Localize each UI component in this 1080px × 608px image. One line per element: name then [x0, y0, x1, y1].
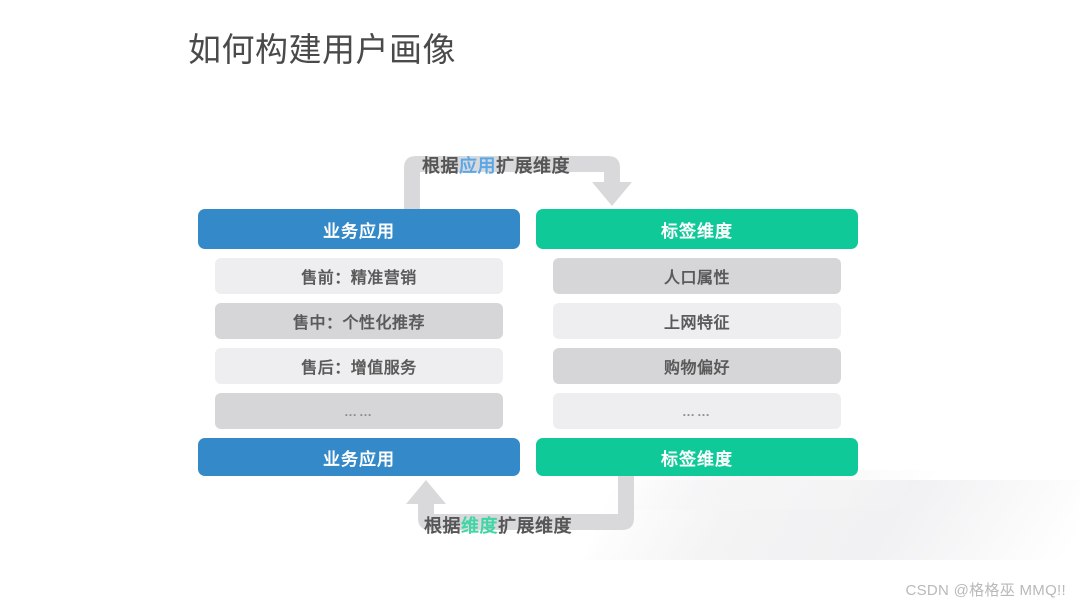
list-item-ellipsis[interactable]: ……	[215, 393, 503, 429]
background-decoration-shape-1	[583, 480, 1080, 560]
row-list-tag-dimension: 人口属性 上网特征 购物偏好 ……	[553, 249, 841, 429]
column-header-tag-dimension[interactable]: 标签维度	[536, 209, 858, 249]
arrow-top-label: 根据应用扩展维度	[422, 152, 570, 178]
arrow-bottom-label-highlight: 维度	[461, 516, 498, 536]
list-item[interactable]: 上网特征	[553, 303, 841, 339]
list-item[interactable]: 售前：精准营销	[215, 258, 503, 294]
list-item-ellipsis[interactable]: ……	[553, 393, 841, 429]
list-item[interactable]: 人口属性	[553, 258, 841, 294]
list-item[interactable]: 购物偏好	[553, 348, 841, 384]
list-item[interactable]: 售中：个性化推荐	[215, 303, 503, 339]
column-header-business-application[interactable]: 业务应用	[198, 209, 520, 249]
arrow-top-label-highlight: 应用	[459, 156, 496, 176]
arrow-top-label-suffix: 扩展维度	[496, 156, 570, 176]
column-business-application: 业务应用 售前：精准营销 售中：个性化推荐 售后：增值服务 …… 业务应用	[198, 209, 520, 476]
arrow-bottom-label-suffix: 扩展维度	[498, 516, 572, 536]
arrow-bottom-label-prefix: 根据	[424, 516, 461, 536]
arrow-top-label-prefix: 根据	[422, 156, 459, 176]
list-item[interactable]: 售后：增值服务	[215, 348, 503, 384]
row-list-business-application: 售前：精准营销 售中：个性化推荐 售后：增值服务 ……	[215, 249, 503, 429]
page-title: 如何构建用户画像	[188, 31, 456, 68]
arrow-bottom-label: 根据维度扩展维度	[424, 512, 572, 538]
column-tag-dimension: 标签维度 人口属性 上网特征 购物偏好 …… 标签维度	[536, 209, 858, 476]
column-footer-tag-dimension[interactable]: 标签维度	[536, 438, 858, 476]
column-footer-business-application[interactable]: 业务应用	[198, 438, 520, 476]
watermark-text: CSDN @格格巫 MMQ!!	[905, 582, 1066, 599]
background-decoration-shape-2	[620, 470, 940, 510]
